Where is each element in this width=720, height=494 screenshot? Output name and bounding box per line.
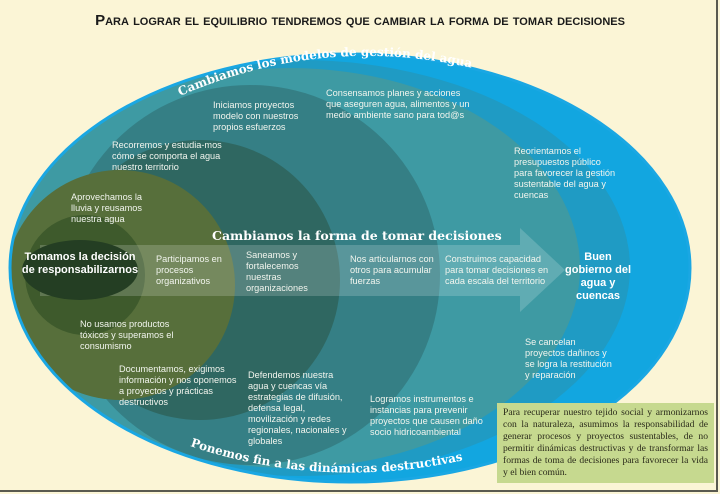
middle-item: Saneamos y fortalecemos nuestras organiz… — [246, 250, 308, 293]
start-oval — [22, 240, 138, 300]
middle-item: Construimos capacidad para tomar decisio… — [445, 254, 549, 286]
bottom-item: Se cancelan proyectos dañinos y se logra… — [525, 337, 612, 380]
bottom-item: Logramos instrumentos e instancias para … — [370, 394, 483, 437]
progress-arrow — [40, 228, 565, 312]
middle-item: Nos articularnos con otros para acumular… — [350, 254, 434, 286]
bottom-item: No usamos productos tóxicos y superamos … — [80, 319, 174, 351]
top-item: Iniciamos proyectos modelo con nuestros … — [213, 100, 299, 132]
middle-item: Participamos en procesos organizativos — [156, 254, 222, 286]
bottom-item: Defendemos nuestra agua y cuencas vía es… — [248, 370, 347, 446]
top-item: Aprovechamos la lluvia y reusamos nuestr… — [71, 192, 142, 224]
top-item: Consensamos planes y acciones que asegur… — [326, 88, 470, 120]
summary-note: Para recuperar nuestro tejido social y a… — [497, 403, 714, 483]
goal-label: Buen gobierno del agua y cuencas — [565, 251, 631, 302]
center-heading: Cambiamos la forma de tomar decisiones — [212, 228, 502, 243]
top-item: Reorientamos el presupuestos público par… — [514, 146, 616, 200]
page-title: Para lograr el equilibrio tendremos que … — [95, 12, 625, 29]
bottom-item: Documentamos, exigimos información y nos… — [119, 364, 237, 407]
start-label: Tomamos la decisión de responsabilizarno… — [21, 251, 139, 276]
top-item: Recorremos y estudia-mos cómo se comport… — [112, 140, 222, 172]
